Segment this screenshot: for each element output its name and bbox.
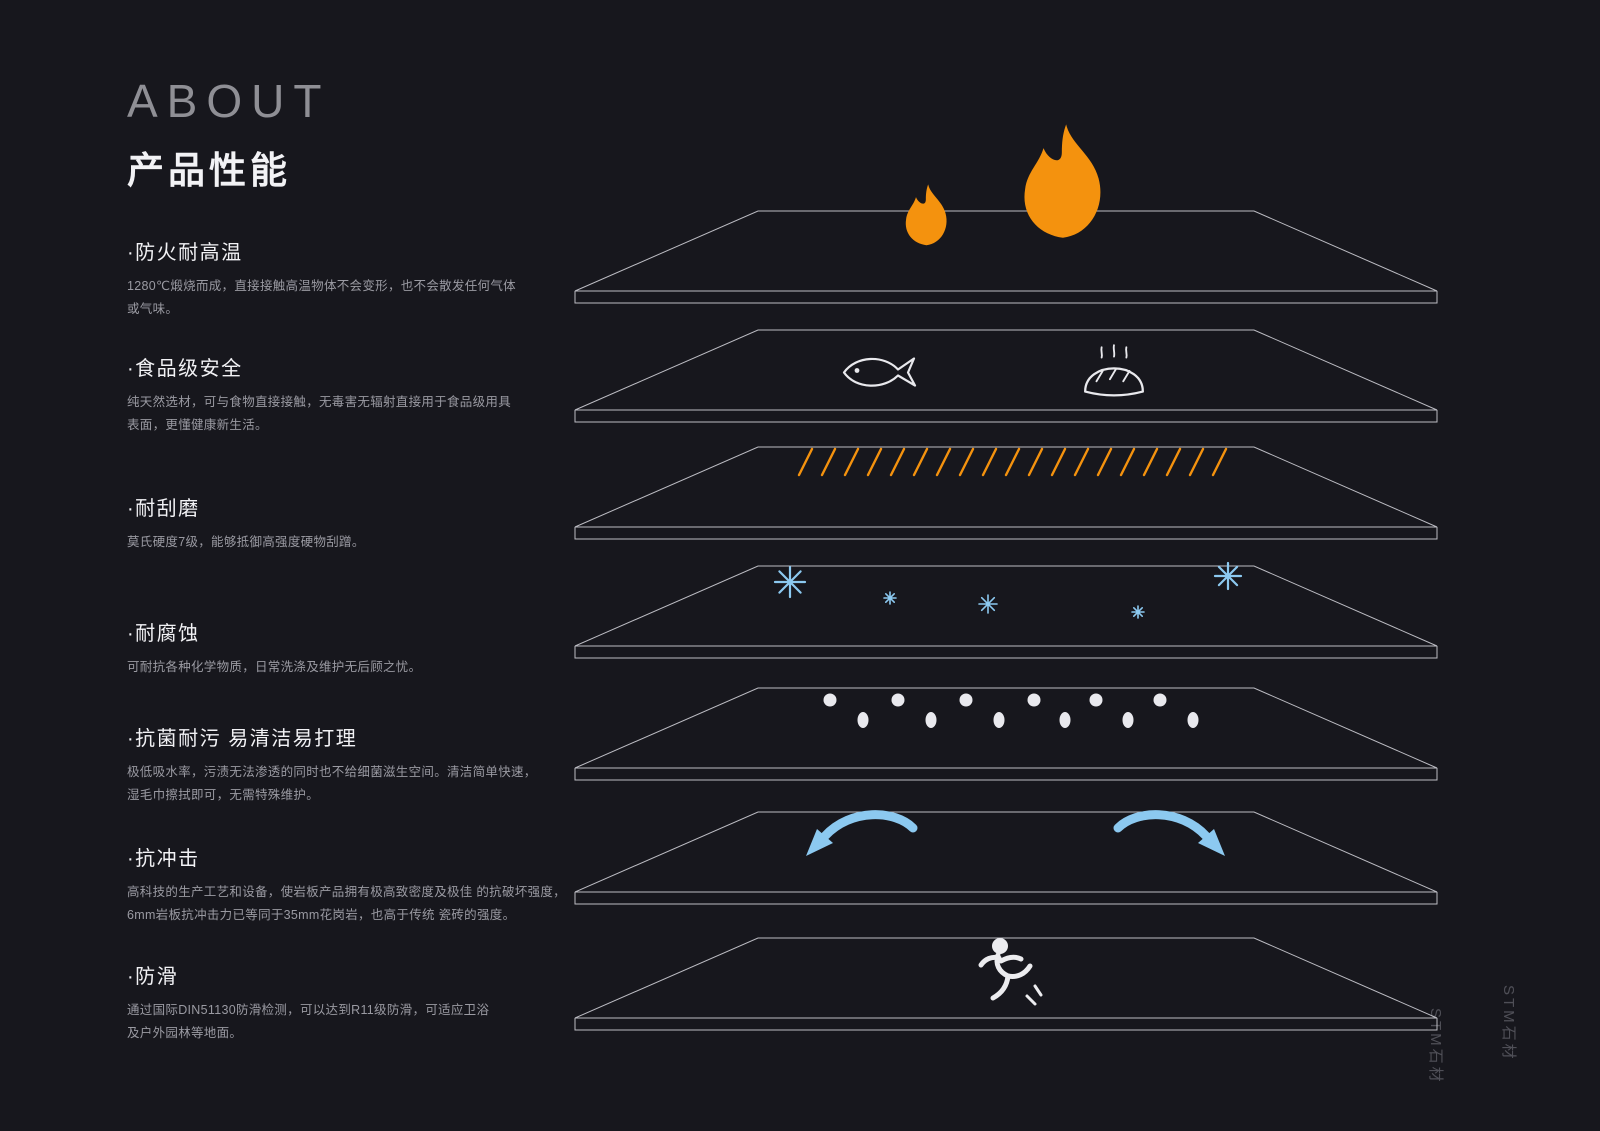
slab-layer-food-safe [568,327,1448,439]
feature-title: ·耐刮磨 [127,498,200,520]
feature-food-safe: ·食品级安全 纯天然选材，可与食物直接接触，无毒害无辐射直接用于食品级用具 表面… [127,352,605,436]
feature-title: ·防火耐高温 [127,242,243,264]
slipping-person-icon [972,936,1044,1020]
droplet-icons [818,690,1208,732]
feature-desc: 1280℃煅烧而成，直接接触高温物体不会变形，也不会散发任何气体 或气味。 [127,279,516,316]
intro-header: ABOUT 产品性能 [127,74,330,194]
slab-layer-anti-slip [568,935,1448,1047]
slab-layer-antibacterial [568,685,1448,797]
slab-layer-impact [568,809,1448,921]
feature-desc: 极低吸水率，污渍无法渗透的同时也不给细菌滋生空间。清洁简单快速， 湿毛巾擦拭即可… [127,765,537,802]
feature-title: ·食品级安全 [127,358,243,380]
feature-fireproof: ·防火耐高温 1280℃煅烧而成，直接接触高温物体不会变形，也不会散发任何气体 … [127,236,605,320]
fish-icon [840,350,920,395]
scratch-lines-icon [795,447,1235,477]
flame-icon-large [1010,120,1118,254]
feature-desc: 莫氏硬度7级，能够抵御高强度硬物刮蹭。 [127,535,365,549]
feature-anti-slip: ·防滑 通过国际DIN51130防滑检测，可以达到R11级防滑，可适应卫浴 及户… [127,960,605,1044]
feature-desc: 纯天然选材，可与食物直接接触，无毒害无辐射直接用于食品级用具 表面，更懂健康新生… [127,395,512,432]
feature-impact-resistant: ·抗冲击 高科技的生产工艺和设备，使岩板产品拥有极高致密度及极佳 的抗破坏强度，… [127,842,605,926]
feature-title: ·防滑 [127,966,179,988]
snowflake-icons [770,560,1250,630]
slab-layer-corrosion [568,563,1448,675]
slab-layer-fireproof [568,208,1448,320]
feature-antibacterial: ·抗菌耐污 易清洁易打理 极低吸水率，污渍无法渗透的同时也不给细菌滋生空间。清洁… [127,722,605,806]
section-eyebrow: ABOUT [127,75,331,127]
feature-desc: 通过国际DIN51130防滑检测，可以达到R11级防滑，可适应卫浴 及户外园林等… [127,1003,490,1040]
feature-corrosion-resistant: ·耐腐蚀 可耐抗各种化学物质，日常洗涤及维护无后顾之忧。 [127,617,605,679]
impact-arrow-left-icon [793,806,923,874]
bread-icon [1080,344,1148,400]
feature-desc: 可耐抗各种化学物质，日常洗涤及维护无后顾之忧。 [127,660,422,674]
page-title: 产品性能 [127,150,291,191]
watermark: STM石材 [1500,985,1517,1062]
slab-layer-scratch [568,444,1448,556]
feature-title: ·耐腐蚀 [127,623,200,645]
feature-desc: 高科技的生产工艺和设备，使岩板产品拥有极高致密度及极佳 的抗破坏强度， 6mm岩… [127,885,566,922]
feature-title: ·抗菌耐污 易清洁易打理 [127,728,358,750]
flame-icon-small [898,180,956,256]
feature-title: ·抗冲击 [127,848,200,870]
impact-arrow-right-icon [1108,806,1238,874]
feature-scratch-resistant: ·耐刮磨 莫氏硬度7级，能够抵御高强度硬物刮蹭。 [127,492,605,554]
